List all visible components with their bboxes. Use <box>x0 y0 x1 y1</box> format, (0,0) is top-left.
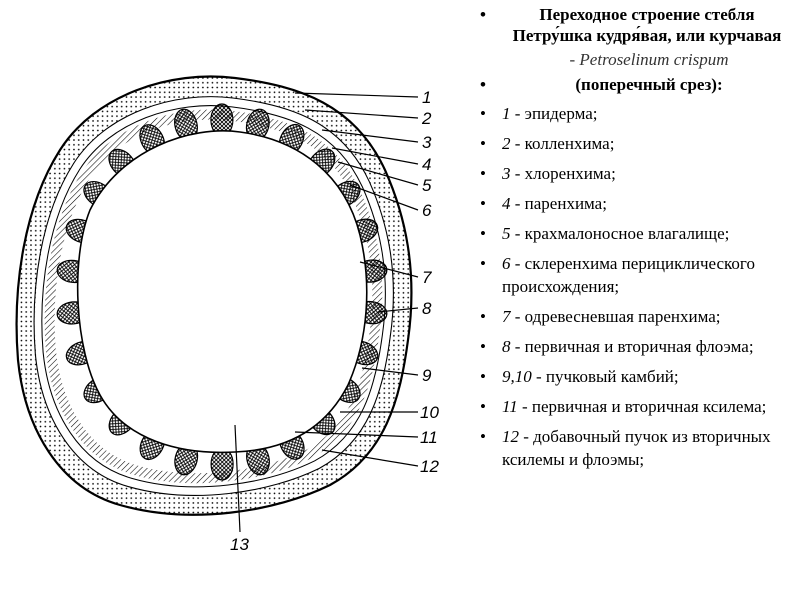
legend-number: 2 <box>502 134 511 153</box>
legend-item: 5 - крахмалоносное влагалище; <box>474 222 796 245</box>
legend-text: - паренхима; <box>510 194 607 213</box>
pith-cavity <box>76 130 368 454</box>
legend-text: - склеренхима перициклического происхожд… <box>502 254 755 296</box>
legend-number: 12 <box>502 427 519 446</box>
legend-number: 5 <box>502 224 511 243</box>
legend-item: 11 - первичная и вторичная ксилема; <box>474 395 796 418</box>
label-1: 1 <box>422 88 431 107</box>
legend-number: 4 <box>502 194 511 213</box>
legend-item: 4 - паренхима; <box>474 192 796 215</box>
legend-text: - добавочный пучок из вторичных ксилемы … <box>502 427 771 469</box>
legend-text: - колленхима; <box>510 134 615 153</box>
label-7: 7 <box>422 268 432 287</box>
legend-number: 3 <box>502 164 511 183</box>
collenchyma-ring <box>15 77 412 515</box>
label-12: 12 <box>420 457 439 476</box>
legend-number: 1 <box>502 104 511 123</box>
slide-title: Переходное строение стебля Петру́шка куд… <box>474 4 796 46</box>
legend-text: - одревесневшая паренхима; <box>510 307 721 326</box>
legend-text: - пучковый камбий; <box>531 367 679 386</box>
sclerenchyma-ring <box>44 109 383 484</box>
legend-item: 8 - первичная и вторичная флоэма; <box>474 335 796 358</box>
legend-text: - хлоренхима; <box>510 164 616 183</box>
legend-text: - первичная и вторичная флоэма; <box>510 337 754 356</box>
legend-item: 1 - эпидерма; <box>474 102 796 125</box>
legend-list: Переходное строение стебля Петру́шка куд… <box>474 4 796 478</box>
legend-text: - первичная и вторичная ксилема; <box>517 397 767 416</box>
legend-text: - крахмалоносное влагалище; <box>510 224 730 243</box>
legend-number: 6 <box>502 254 511 273</box>
latin-name: - Petroselinum crispum <box>569 50 729 69</box>
label-11: 11 <box>420 428 438 447</box>
starch-sheath-ring <box>41 105 386 488</box>
legend-item: 9,10 - пучковый камбий; <box>474 365 796 388</box>
stem-cross-section-diagram: 1 2 3 4 5 6 7 8 9 10 11 12 13 <box>15 75 439 554</box>
legend-number: 9,10 <box>502 367 532 386</box>
label-9: 9 <box>422 366 432 385</box>
legend-item: 7 - одревесневшая паренхима; <box>474 305 796 328</box>
legend-number: 7 <box>502 307 511 326</box>
legend-item: 2 - колленхима; <box>474 132 796 155</box>
legend-item: 6 - склеренхима перициклического происхо… <box>474 252 796 298</box>
chlorenchyma-ring <box>33 96 394 496</box>
label-13: 13 <box>230 535 249 554</box>
label-leaders <box>234 92 419 533</box>
label-10: 10 <box>420 403 439 422</box>
legend-number: 11 <box>502 397 518 416</box>
legend-item: 3 - хлоренхима; <box>474 162 796 185</box>
section-subtitle: (поперечный срез): <box>474 73 796 96</box>
legend-number: 8 <box>502 337 511 356</box>
label-8: 8 <box>422 299 432 318</box>
label-6: 6 <box>422 201 432 220</box>
label-3: 3 <box>422 133 432 152</box>
label-2: 2 <box>421 109 432 128</box>
legend-text: - эпидерма; <box>510 104 598 123</box>
legend-item: 12 - добавочный пучок из вторичных ксиле… <box>474 425 796 471</box>
label-5: 5 <box>422 176 432 195</box>
label-4: 4 <box>422 155 431 174</box>
